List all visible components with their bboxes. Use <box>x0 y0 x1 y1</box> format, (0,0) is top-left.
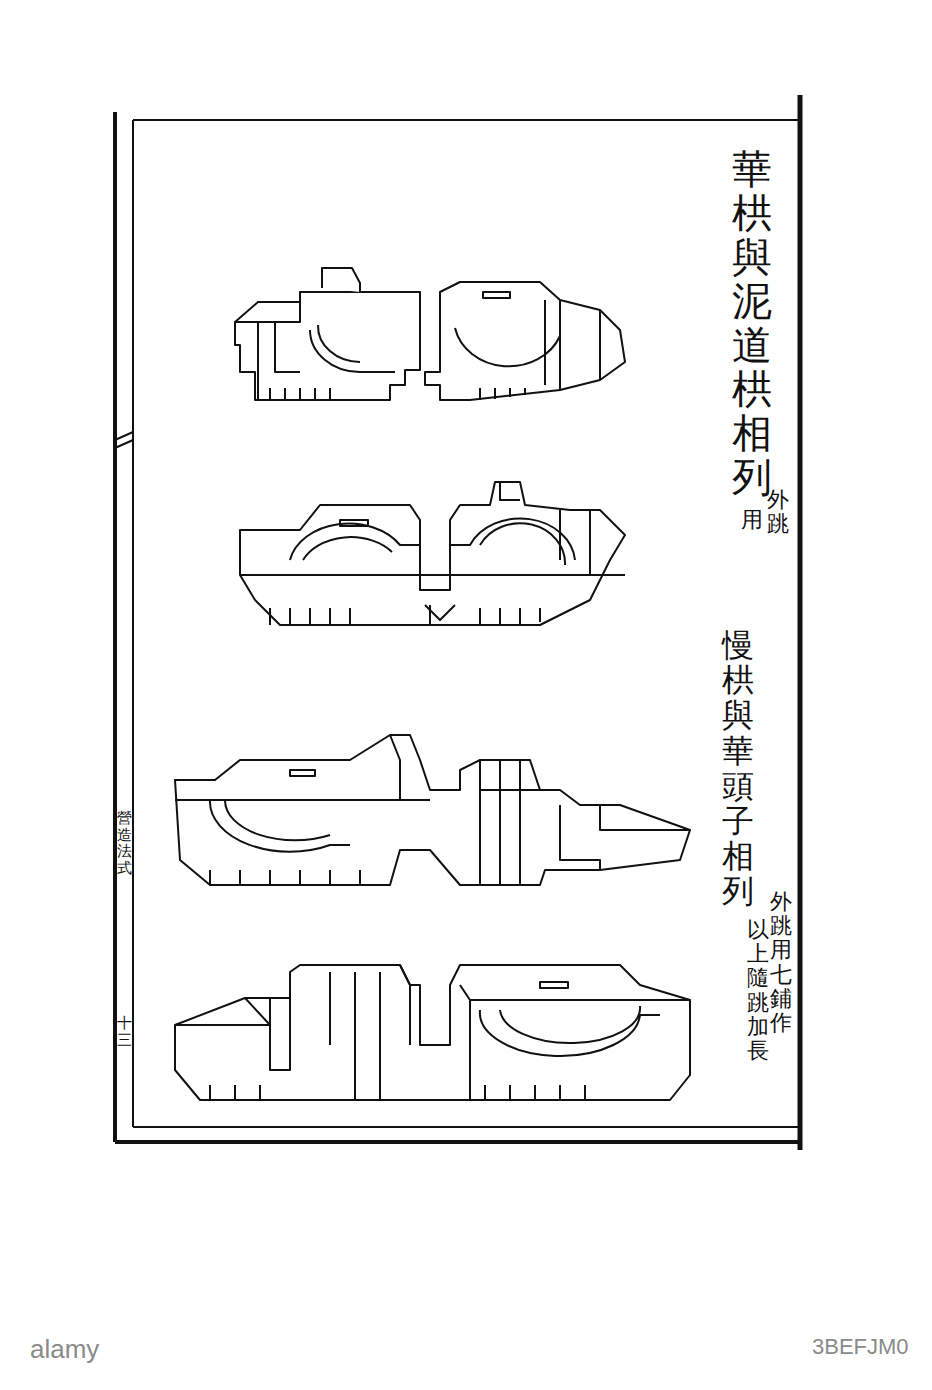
heading-column: 慢栱與華頭子相列 <box>722 628 754 910</box>
annotation-text: 以上隨跳加長 <box>747 918 769 1063</box>
annotation-text: 用 <box>741 508 763 532</box>
watermark: alamy <box>30 1334 99 1365</box>
heading-column: 華栱與泥道栱相列 <box>732 148 772 500</box>
page-number: 十三 <box>117 1015 132 1048</box>
margin-title: 營造法式 <box>117 810 132 876</box>
annotation-text: 外跳用七鋪作 <box>770 890 792 1035</box>
image-id: 3BEFJM0 <box>812 1334 909 1360</box>
annotation-text: 外跳 <box>767 488 789 536</box>
